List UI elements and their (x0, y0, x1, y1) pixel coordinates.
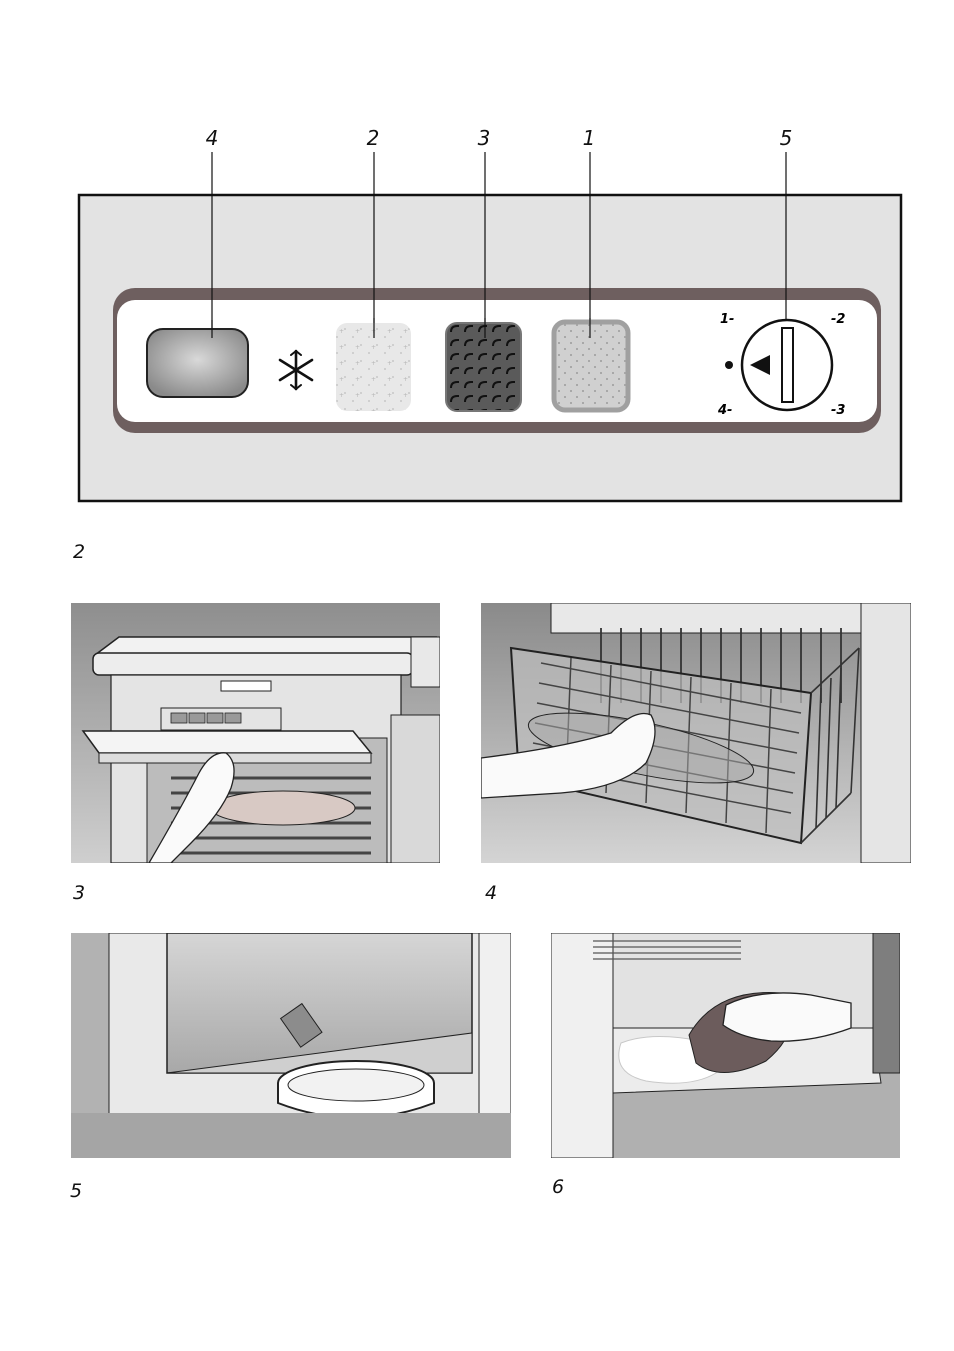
figure-5-defrost-drain (71, 933, 511, 1158)
callout-1: 1 (583, 126, 596, 150)
figure-label-2: 2 (73, 541, 85, 563)
dial-mark-2: -2 (831, 312, 845, 327)
figure-6-cleaning (551, 933, 900, 1158)
callout-5: 5 (780, 126, 793, 150)
figure-label-6: 6 (552, 1176, 564, 1198)
indicator-light-3 (446, 323, 521, 411)
figure-label-3: 3 (73, 882, 85, 904)
dial-knob-grip (782, 328, 793, 402)
figure-4-basket-removal (481, 603, 911, 863)
figure-label-4: 4 (485, 882, 497, 904)
indicator-light-1 (554, 322, 628, 410)
dial-mark-3: -3 (831, 403, 845, 418)
callout-4: 4 (206, 126, 219, 150)
callout-2: 2 (367, 126, 380, 150)
control-panel-figure: + 1- (0, 150, 954, 520)
dial-mark-1: 1- (720, 312, 734, 327)
main-switch-button (147, 329, 248, 397)
figure-3-ice-tray (71, 603, 440, 863)
figure-label-5: 5 (70, 1180, 82, 1202)
dial-reference-dot (725, 361, 733, 369)
callout-3: 3 (478, 126, 491, 150)
dial-mark-4: 4- (717, 403, 732, 418)
